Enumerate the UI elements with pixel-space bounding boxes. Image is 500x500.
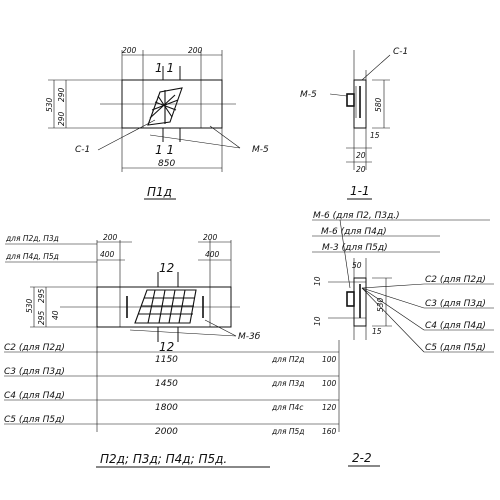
s11-dim-15: 15: [370, 131, 380, 140]
p2-row1-c: С2 (для П2д): [4, 343, 65, 353]
p2-row2-len: 1450: [155, 379, 178, 389]
p2-row1-w: 100: [322, 355, 337, 364]
p1-dim-left: 200: [122, 46, 137, 55]
s22-dim-530: 530: [376, 297, 385, 312]
p2-row1-note: для П2д: [271, 355, 304, 364]
p1-dim-height: 530: [45, 97, 54, 112]
s22-dim-50: 50: [352, 261, 362, 270]
s22-title: 2-2: [352, 451, 372, 465]
p1-label-m: М-5: [252, 145, 269, 155]
s22-dim-15: 15: [372, 327, 382, 336]
p1-group: 1 1 1 1 200 200 530 290 290 850: [45, 46, 269, 200]
s22-m3: М-3 (для П5д): [322, 243, 388, 253]
p2-dim-200a: 200: [103, 233, 118, 242]
s22-c5: С5 (для П5д): [425, 343, 486, 353]
p1-leader-c: [97, 119, 156, 151]
s22-group: М-6 (для П2, П3д.) М-6 (для П4д) М-3 (дл…: [312, 211, 494, 467]
s22-m6a: М-6 (для П2, П3д.): [313, 211, 400, 221]
s11-leader-m: [329, 93, 348, 97]
s22-dim-10b: 10: [313, 316, 322, 326]
p2-dim-height: 530: [25, 298, 34, 313]
p1-leader-m: [209, 125, 241, 149]
p2-group: 12 12 200 200 400 400 для П2д, П3д: [4, 233, 340, 468]
p1-dim-width: 850: [158, 159, 175, 169]
s22-m6b: М-6 (для П4д): [321, 227, 387, 237]
s11-label-c: С-1: [393, 47, 408, 57]
p2-row3-w: 120: [322, 403, 337, 412]
s22-insert: [346, 291, 355, 307]
s22-dim-10a: 10: [313, 276, 322, 286]
s11-insert: [346, 93, 355, 107]
s11-dim-20a: 20: [356, 151, 366, 160]
p1-title: П1д: [147, 185, 172, 199]
p1-dim-h1: 290: [57, 87, 66, 102]
p2-row2-note: для П3д: [271, 379, 304, 388]
p2-dim-h1: 295: [37, 288, 46, 303]
p2-dim-400b: 400: [205, 250, 220, 259]
p2-note-p2p3: для П2д, П3д: [5, 234, 59, 243]
s11-title: 1-1: [350, 184, 370, 198]
p2-row1-len: 1150: [155, 355, 178, 365]
p1-section-top-label: 1 1: [155, 61, 174, 75]
p2-section-top-label: 12: [159, 261, 174, 275]
p1-rebar-mesh: [147, 87, 183, 126]
p2-leader-m: [204, 319, 237, 337]
p2-row3-note: для П4с: [271, 403, 304, 412]
s11-group: М-5 С-1 580 15 20 20 1-1: [300, 47, 408, 200]
p2-section-bottom-label: 12: [159, 340, 174, 354]
s11-dim-h: 580: [374, 97, 383, 112]
p2-row4-len: 2000: [155, 427, 178, 437]
s22-c3: С3 (для П3д): [425, 299, 486, 309]
p2-dim-200b: 200: [203, 233, 218, 242]
p2-row3-c: С4 (для П4д): [4, 391, 65, 401]
s22-c2: С2 (для П2д): [425, 275, 486, 285]
p1-dim-h2: 290: [57, 111, 66, 126]
p2-dim-h2: 295: [37, 310, 46, 325]
s11-label-m: М-5: [300, 90, 317, 100]
p2-title: П2д; П3д; П4д; П5д.: [100, 452, 227, 466]
p2-row4-note: для П5д: [271, 427, 304, 436]
p2-row4-w: 160: [322, 427, 337, 436]
p2-row4-c: С5 (для П5д): [4, 415, 65, 425]
s11-leader-c: [361, 54, 391, 81]
p2-rebar-mesh: [134, 289, 197, 324]
s22-c4: С4 (для П4д): [425, 321, 486, 331]
p2-label-m: М-3б: [238, 332, 261, 342]
p2-row2-w: 100: [322, 379, 337, 388]
p2-dim-small: 40: [51, 310, 60, 320]
p2-row3-len: 1800: [155, 403, 178, 413]
p2-row2-c: С3 (для П3д): [4, 367, 65, 377]
p1-dim-right: 200: [188, 46, 203, 55]
p2-dim-400a: 400: [100, 250, 115, 259]
s11-dim-20b: 20: [356, 165, 366, 174]
p1-section-bottom-label: 1 1: [155, 143, 174, 157]
p2-note-p4p5: для П4д, П5д: [5, 252, 59, 261]
p1-label-c: С-1: [75, 145, 90, 155]
